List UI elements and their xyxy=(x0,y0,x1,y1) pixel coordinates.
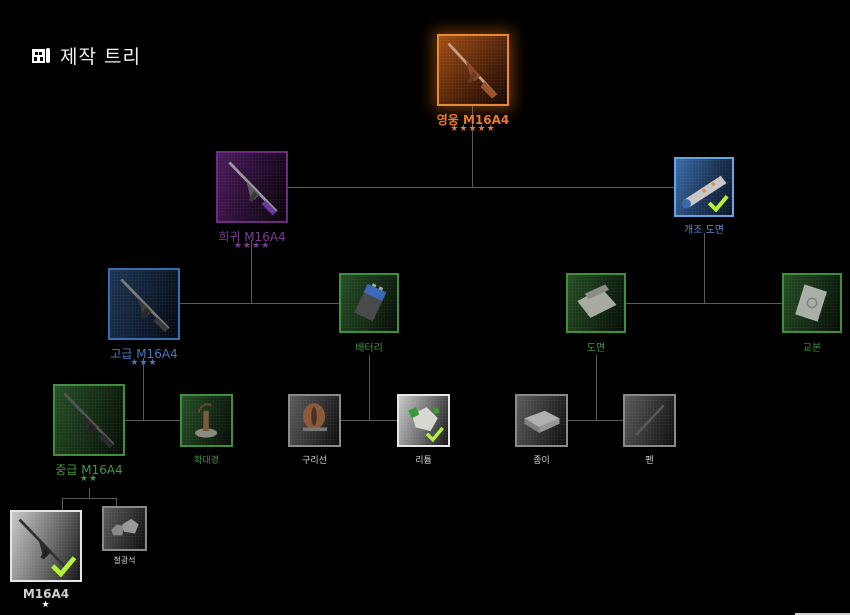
node-label: 확대경 xyxy=(194,456,219,466)
node-uncommon-m16a4[interactable]: 중급 M16A4 ★★ xyxy=(53,384,125,484)
item-tile xyxy=(108,268,180,340)
node-label: 배터리 xyxy=(355,343,383,354)
node-label: 개조 도면 xyxy=(684,225,724,236)
node-magnifier[interactable]: 확대경 xyxy=(180,394,233,466)
check-icon xyxy=(426,427,445,442)
iron-ore-icon xyxy=(111,518,139,536)
node-blueprint[interactable]: 도면 xyxy=(566,273,626,354)
copper-coil-icon xyxy=(302,403,327,432)
item-tile xyxy=(566,273,626,333)
item-tile xyxy=(674,157,734,217)
connector xyxy=(369,355,370,421)
rifle-icon xyxy=(120,278,170,333)
tier-stars: ★ xyxy=(41,600,51,610)
rifle-icon xyxy=(63,392,115,449)
connector xyxy=(626,303,783,304)
pen-icon xyxy=(635,404,665,436)
item-tile xyxy=(53,384,125,456)
node-manual[interactable]: 교본 xyxy=(782,273,842,354)
connector xyxy=(341,420,397,421)
item-tile xyxy=(10,510,82,582)
magnifier-icon xyxy=(194,403,218,438)
node-label: 희귀 M16A4 xyxy=(218,230,286,244)
node-label: 펜 xyxy=(645,456,654,466)
battery-icon xyxy=(354,283,387,322)
crafting-tree-icon xyxy=(32,47,50,64)
node-label: 영웅 M16A4 xyxy=(436,113,510,127)
lithium-icon xyxy=(408,407,440,432)
node-rare-m16a4[interactable]: 고급 M16A4 ★★★ xyxy=(108,268,180,368)
title-label: 제작 트리 xyxy=(60,46,141,68)
tier-stars: ★★ xyxy=(79,474,99,484)
item-tile xyxy=(180,394,233,447)
connector xyxy=(596,355,597,421)
item-tile xyxy=(782,273,842,333)
connector xyxy=(180,303,340,304)
connector xyxy=(62,498,117,499)
connector xyxy=(125,420,180,421)
item-tile xyxy=(515,394,568,447)
item-tile xyxy=(339,273,399,333)
node-label: 철광석 xyxy=(113,556,136,565)
connector xyxy=(568,420,623,421)
node-label: 종이 xyxy=(533,456,550,466)
node-mod-blueprint[interactable]: 개조 도면 xyxy=(674,157,734,236)
connector xyxy=(89,488,90,498)
item-tile xyxy=(397,394,450,447)
node-paper[interactable]: 종이 xyxy=(515,394,568,466)
page-title: 제작 트리 xyxy=(32,42,141,69)
check-icon xyxy=(707,195,729,212)
rifle-icon xyxy=(18,518,70,572)
node-label: M16A4 xyxy=(22,587,70,601)
item-tile xyxy=(102,506,147,551)
node-label: 구리선 xyxy=(302,456,327,466)
tier-stars: ★★★★ xyxy=(233,241,271,251)
blueprint-tube-icon xyxy=(681,175,727,209)
item-tile xyxy=(623,394,676,447)
item-tile xyxy=(437,34,509,106)
connector xyxy=(472,106,473,188)
node-pen[interactable]: 펜 xyxy=(623,394,676,466)
node-battery[interactable]: 배터리 xyxy=(339,273,399,354)
node-epic-m16a4[interactable]: 희귀 M16A4 ★★★★ xyxy=(216,151,288,251)
tier-stars: ★★★★★ xyxy=(450,124,496,134)
node-label: 리튬 xyxy=(415,456,432,466)
node-lithium[interactable]: 리튬 xyxy=(397,394,450,466)
node-legendary-m16a4[interactable]: 영웅 M16A4 ★★★★★ xyxy=(437,34,509,134)
node-iron-ore[interactable]: 철광석 xyxy=(102,506,147,565)
node-common-m16a4[interactable]: M16A4 ★ xyxy=(10,510,82,610)
node-copper-wire[interactable]: 구리선 xyxy=(288,394,341,466)
item-tile xyxy=(216,151,288,223)
rifle-icon xyxy=(228,161,278,216)
connector xyxy=(62,498,63,510)
rifle-icon xyxy=(447,42,498,99)
scroll-indicator xyxy=(795,613,850,615)
node-label: 교본 xyxy=(802,343,822,354)
connector xyxy=(143,358,144,421)
node-label: 도면 xyxy=(586,343,606,354)
connector xyxy=(704,233,705,304)
paper-stack-icon xyxy=(524,410,560,433)
connector xyxy=(251,240,252,304)
blueprint-paper-icon xyxy=(577,284,617,318)
node-label: 고급 M16A4 xyxy=(110,347,178,361)
check-icon xyxy=(50,556,77,577)
connector xyxy=(288,187,675,188)
tier-stars: ★★★ xyxy=(130,358,158,368)
connector xyxy=(116,498,117,506)
item-tile xyxy=(288,394,341,447)
manual-book-icon xyxy=(795,284,827,322)
node-label: 중급 M16A4 xyxy=(55,463,123,477)
